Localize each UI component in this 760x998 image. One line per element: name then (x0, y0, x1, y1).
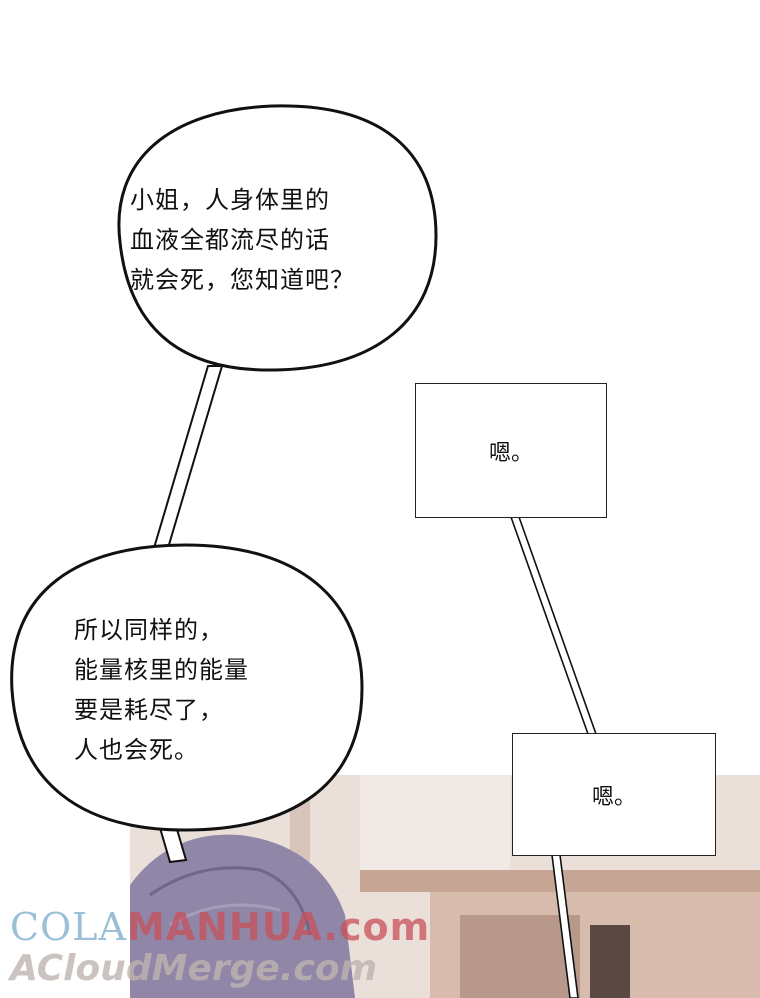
bubble2-text: 所以同样的， 能量核里的能量 要是耗尽了， 人也会死。 (74, 610, 249, 770)
watermark-part-manhua: MANHUA.com (126, 905, 431, 949)
narration-box-1-text: 嗯。 (488, 440, 533, 466)
speech-bubble-1 (117, 104, 438, 372)
hair-strand (169, 903, 281, 927)
bubble1-tail (152, 365, 224, 549)
scene-cabinet-door (460, 915, 580, 998)
bubble2-line: 所以同样的， (74, 616, 224, 644)
scene-window (360, 775, 510, 870)
bubble1-text: 小姐，人身体里的 血液全都流尽的话 就会死，您知道吧？ (130, 180, 355, 300)
watermark-acloudmerge: ACloudMerge.com (10, 948, 378, 989)
bubble1-line: 小姐，人身体里的 (130, 186, 330, 214)
narration-box-2: 嗯。 (512, 733, 716, 856)
scene-jar (590, 925, 630, 998)
speech-bubble-2 (10, 543, 364, 832)
box2-connector (551, 854, 579, 998)
narration-box-1: 嗯。 (415, 383, 607, 518)
bubble1-line: 血液全都流尽的话 (130, 226, 330, 254)
watermark-colamanhua: COLAMANHUA.com (10, 905, 430, 949)
bubble2-line: 要是耗尽了， (74, 696, 224, 724)
hair-strand (149, 866, 312, 936)
narration-box-2-text: 嗯。 (591, 784, 636, 810)
bubble2-line: 人也会死。 (74, 736, 199, 764)
bubble2-line: 能量核里的能量 (74, 656, 249, 684)
box1-connector (509, 516, 598, 735)
watermark-part-cola: COLA (10, 905, 127, 949)
bubble1-line: 就会死，您知道吧？ (130, 266, 355, 294)
